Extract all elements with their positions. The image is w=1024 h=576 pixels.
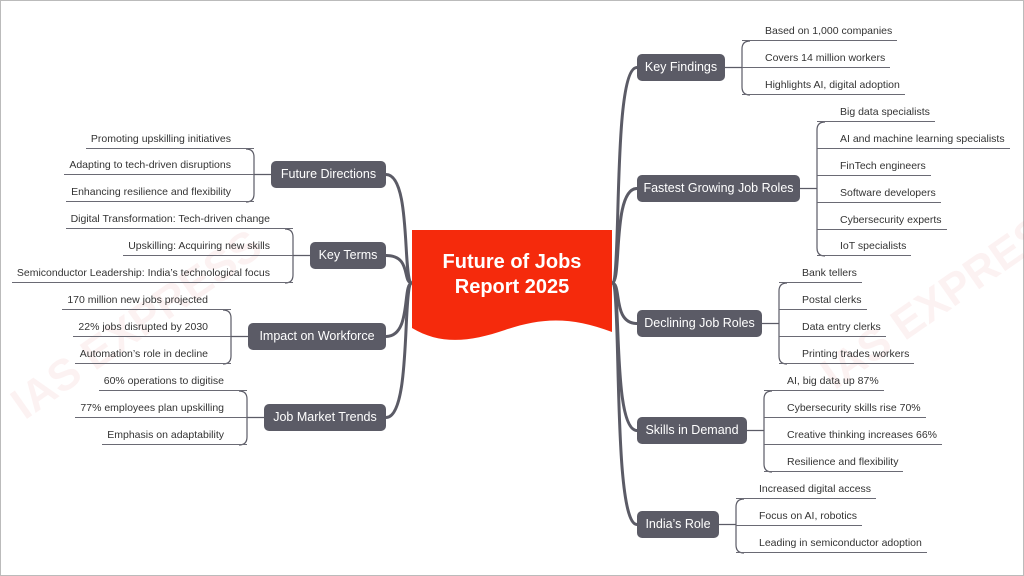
- subtopic-item[interactable]: Highlights AI, digital adoption: [742, 77, 905, 95]
- subtopic-item[interactable]: Enhancing resilience and flexibility: [66, 184, 254, 202]
- subtopic-item[interactable]: Semiconductor Leadership: India’s techno…: [11, 265, 293, 283]
- subtopic-item[interactable]: Software developers: [817, 185, 941, 203]
- subtopic-item[interactable]: Creative thinking increases 66%: [764, 427, 942, 445]
- topic-job-market-trends[interactable]: Job Market Trends: [264, 404, 386, 431]
- subtopic-item[interactable]: 77% employees plan upskilling: [75, 400, 247, 418]
- subtopic-item[interactable]: Based on 1,000 companies: [742, 23, 898, 41]
- trunk-connector: [610, 281, 638, 432]
- topic-skills-in-demand[interactable]: Skills in Demand: [637, 417, 747, 444]
- topic-key-findings[interactable]: Key Findings: [637, 54, 725, 81]
- subtopic-item[interactable]: Printing trades workers: [779, 346, 915, 364]
- topic-impact-on-workforce[interactable]: Impact on Workforce: [248, 323, 386, 350]
- subtopic-item[interactable]: 170 million new jobs projected: [62, 292, 231, 310]
- subtopic-item[interactable]: IoT specialists: [817, 238, 912, 256]
- trunk-connector: [385, 281, 413, 338]
- topic-declining-job-roles[interactable]: Declining Job Roles: [637, 310, 762, 337]
- trunk-connector: [610, 66, 638, 285]
- subtopic-item[interactable]: Focus on AI, robotics: [736, 508, 863, 526]
- central-topic-shape: [412, 230, 612, 340]
- subtopic-item[interactable]: 60% operations to digitise: [98, 373, 247, 391]
- subtopic-item[interactable]: Automation’s role in decline: [74, 346, 231, 364]
- subtopic-item[interactable]: Emphasis on adaptability: [102, 427, 247, 445]
- subtopic-item[interactable]: Promoting upskilling initiatives: [85, 131, 254, 149]
- topic-key-terms[interactable]: Key Terms: [310, 242, 386, 269]
- subtopic-item[interactable]: AI, big data up 87%: [764, 373, 884, 391]
- subtopic-item[interactable]: Covers 14 million workers: [742, 50, 891, 68]
- subtopic-item[interactable]: Leading in semiconductor adoption: [736, 535, 927, 553]
- topic-fastest-growing-job-roles[interactable]: Fastest Growing Job Roles: [637, 175, 800, 202]
- trunk-connector: [385, 173, 414, 285]
- subtopic-item[interactable]: AI and machine learning specialists: [817, 131, 1010, 149]
- subtopic-item[interactable]: Big data specialists: [817, 104, 935, 122]
- subtopic-item[interactable]: Upskilling: Acquiring new skills: [123, 238, 293, 256]
- subtopic-item[interactable]: Cybersecurity experts: [817, 212, 947, 230]
- subtopic-item[interactable]: Postal clerks: [779, 292, 867, 310]
- subtopic-item[interactable]: Digital Transformation: Tech-driven chan…: [65, 211, 293, 229]
- topic-future-directions[interactable]: Future Directions: [271, 161, 386, 188]
- topic-india-s-role[interactable]: India’s Role: [637, 511, 719, 538]
- subtopic-item[interactable]: Resilience and flexibility: [764, 454, 904, 472]
- subtopic-item[interactable]: Cybersecurity skills rise 70%: [764, 400, 926, 418]
- subtopic-item[interactable]: Increased digital access: [736, 481, 877, 499]
- trunk-connector: [611, 281, 638, 325]
- subtopic-item[interactable]: Adapting to tech-driven disruptions: [64, 157, 254, 175]
- subtopic-item[interactable]: Data entry clerks: [779, 319, 886, 337]
- subtopic-item[interactable]: Bank tellers: [779, 265, 862, 283]
- subtopic-item[interactable]: FinTech engineers: [817, 158, 931, 176]
- trunk-connector: [385, 281, 414, 419]
- subtopic-item[interactable]: 22% jobs disrupted by 2030: [73, 319, 231, 337]
- central-topic[interactable]: Future of Jobs Report 2025: [442, 251, 582, 298]
